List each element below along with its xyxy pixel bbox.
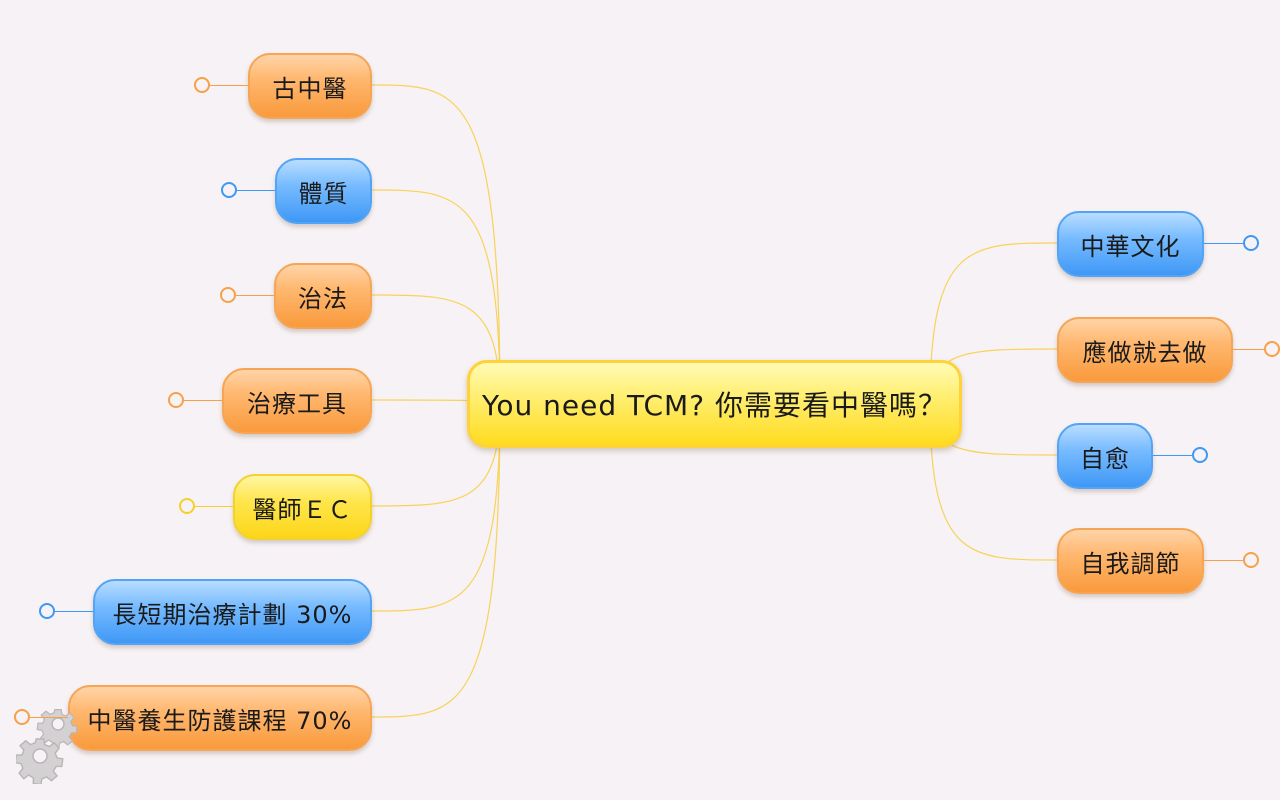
collapse-connector xyxy=(236,295,274,296)
expand-toggle-icon[interactable] xyxy=(194,77,210,93)
collapse-connector xyxy=(1153,455,1192,456)
expand-toggle-icon[interactable] xyxy=(221,182,237,198)
topic-treatment-plan[interactable]: 長短期治療計劃 30% xyxy=(93,579,372,645)
expand-toggle-icon[interactable] xyxy=(168,392,184,408)
topic-label: 治療工具 xyxy=(247,389,347,418)
connector-line xyxy=(371,403,501,718)
topic-self-regulation[interactable]: 自我調節 xyxy=(1057,528,1204,594)
connector-line xyxy=(371,84,501,405)
topic-label: 自我調節 xyxy=(1080,549,1181,578)
connector-line xyxy=(371,189,501,405)
collapse-connector xyxy=(1204,560,1243,561)
collapse-connector xyxy=(195,506,233,507)
expand-toggle-icon[interactable] xyxy=(179,498,195,514)
topic-constitution[interactable]: 體質 xyxy=(275,158,372,224)
expand-toggle-icon[interactable] xyxy=(220,287,236,303)
topic-ancient-tcm[interactable]: 古中醫 xyxy=(248,53,372,119)
topic-label: 醫師ＥＣ xyxy=(252,495,353,524)
expand-toggle-icon[interactable] xyxy=(1243,552,1259,568)
topic-label: 應做就去做 xyxy=(1082,338,1208,367)
connector-line xyxy=(371,403,501,612)
collapse-connector xyxy=(55,611,93,612)
topic-treatment-tools[interactable]: 治療工具 xyxy=(222,368,372,434)
connector-line xyxy=(929,242,1058,405)
collapse-connector xyxy=(30,717,68,718)
gear-icon[interactable] xyxy=(16,700,82,784)
root-topic-label: You need TCM? 你需要看中醫嗎？ xyxy=(482,389,947,422)
connector-line xyxy=(929,403,1058,561)
topic-label: 中華文化 xyxy=(1080,232,1181,261)
expand-toggle-icon[interactable] xyxy=(14,709,30,725)
root-topic[interactable]: You need TCM? 你需要看中醫嗎？ xyxy=(467,360,962,448)
collapse-connector xyxy=(237,190,275,191)
topic-label: 自愈 xyxy=(1080,444,1130,473)
expand-toggle-icon[interactable] xyxy=(1243,235,1259,251)
expand-toggle-icon[interactable] xyxy=(1264,341,1280,357)
topic-label: 體質 xyxy=(298,179,349,208)
collapse-connector xyxy=(210,85,248,86)
collapse-connector xyxy=(1233,349,1264,350)
expand-toggle-icon[interactable] xyxy=(39,603,55,619)
topic-health-course[interactable]: 中醫養生防護課程 70% xyxy=(68,685,372,751)
collapse-connector xyxy=(184,400,222,401)
topic-just-do-it[interactable]: 應做就去做 xyxy=(1057,317,1233,383)
topic-label: 中醫養生防護課程 70% xyxy=(87,706,353,735)
expand-toggle-icon[interactable] xyxy=(1192,447,1208,463)
topic-doctor-ec[interactable]: 醫師ＥＣ xyxy=(233,474,372,540)
topic-self-healing[interactable]: 自愈 xyxy=(1057,423,1153,489)
topic-label: 古中醫 xyxy=(272,74,348,103)
collapse-connector xyxy=(1204,243,1243,244)
topic-chinese-culture[interactable]: 中華文化 xyxy=(1057,211,1204,277)
topic-treatment-methods[interactable]: 治法 xyxy=(274,263,372,329)
topic-label: 長短期治療計劃 30% xyxy=(112,600,353,629)
topic-label: 治法 xyxy=(298,284,348,313)
